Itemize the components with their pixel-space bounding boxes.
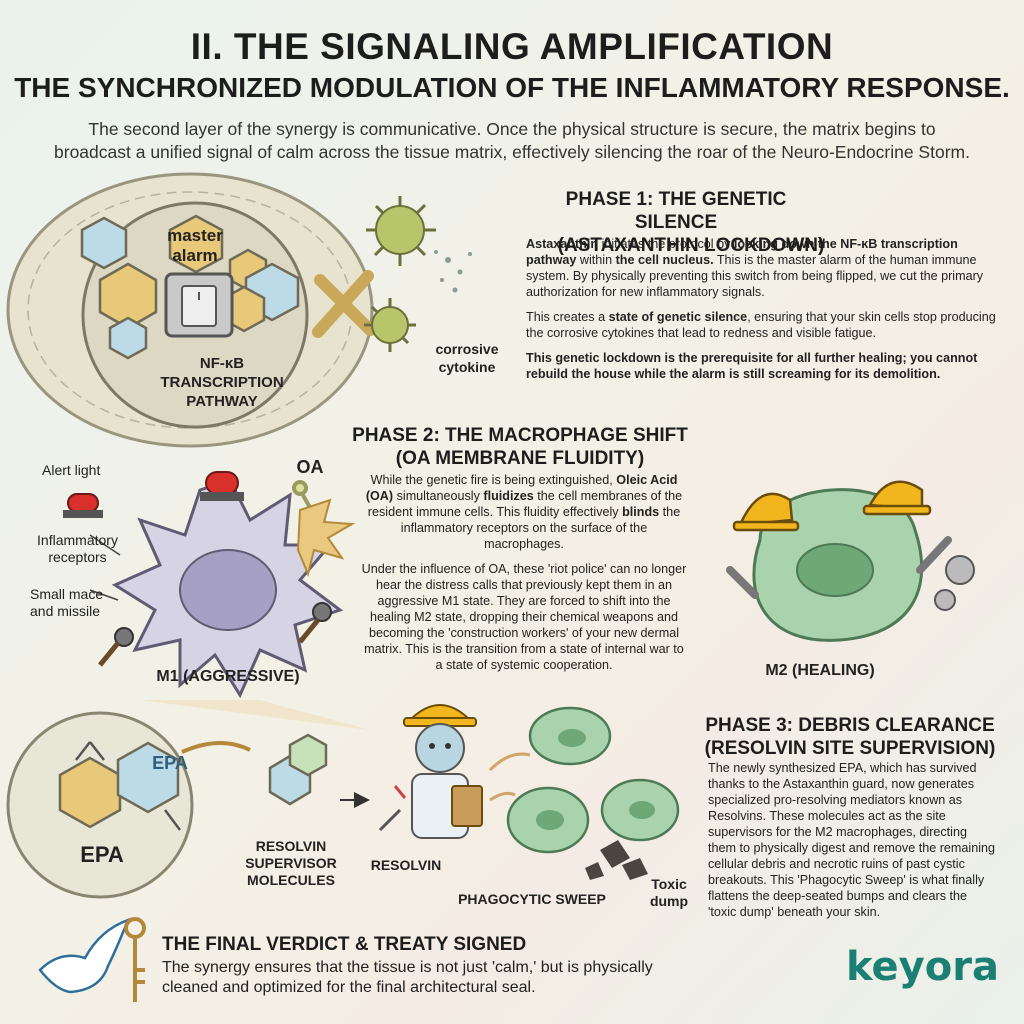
resolvin-supervisor-icon [378, 704, 483, 839]
oa-label: OA [296, 457, 324, 477]
alert-light-icon [63, 471, 244, 518]
explosion-icon [296, 498, 356, 578]
sweep-arrow-icon [488, 752, 531, 772]
gear-icon [934, 555, 975, 611]
dove-icon [38, 917, 131, 994]
epa-arrow-icon [181, 740, 251, 754]
clipboard-icon [451, 785, 483, 827]
mace-label: Small mace and missile [30, 586, 104, 619]
m2-label: M2 (HEALING) [765, 662, 875, 679]
receptors-label: Inflammatory receptors [37, 532, 118, 565]
toxic-dump-label: Toxic dump [649, 876, 689, 909]
alarm-switch-icon [164, 272, 234, 338]
resolvin-molecule [268, 733, 328, 806]
block-x-icon [312, 270, 376, 338]
intro-text: The second layer of the synergy is commu… [54, 119, 970, 162]
phase1-heading-line2: (ASTAXANTHIN LOCKDOWN) [557, 235, 825, 256]
verdict-body: The synergy ensures that the tissue is n… [162, 959, 653, 996]
epa-hex-label: EPA [152, 753, 188, 773]
phase2-heading-line2: (OA MEMBRANE FLUIDITY) [395, 448, 645, 469]
master-alarm-label: master alarm [167, 226, 223, 265]
phagocytic-sweep-label: PHAGOCYTIC SWEEP [458, 891, 606, 907]
epa-label: EPA [80, 842, 124, 867]
hard-hat-icon [732, 480, 932, 532]
nucleus-illustration [6, 172, 472, 448]
nfkb-label: NF-κB TRANSCRIPTION PATHWAY [160, 355, 284, 410]
zoom-wedge [140, 700, 370, 730]
phagocytic-cell-icon [506, 706, 680, 854]
mace-icon [98, 602, 332, 667]
resolvin-supervisor-label: RESOLVIN SUPERVISOR MOLECULES [245, 838, 337, 888]
phagocytic-nuclei [536, 729, 655, 830]
m1-label: M1 (AGGRESSIVE) [156, 668, 300, 685]
debris-particles [434, 250, 472, 293]
phase2-body: While the genetic fire is being extingui… [361, 473, 687, 672]
brand-logo: keyora [846, 944, 999, 990]
phase3-heading-line2: (RESOLVIN SITE SUPERVISION) [704, 738, 996, 759]
debris-rocks-icon [585, 840, 648, 880]
m2-nucleus [796, 543, 874, 597]
phase2-heading-line1: PHASE 2: THE MACROPHAGE SHIFT [352, 425, 688, 446]
m1-macrophage-illustration [63, 471, 356, 699]
cytokine-label: corrosive cytokine [435, 341, 499, 375]
key-icon [124, 917, 146, 1002]
verdict-heading: THE FINAL VERDICT & TREATY SIGNED [162, 934, 527, 955]
phase3-body: The newly synthesized EPA, which has sur… [708, 761, 996, 919]
sweep-arrow-icon [489, 791, 516, 802]
epa-bonds [75, 741, 181, 831]
dove-key-illustration [38, 917, 146, 1002]
molecule-hexagons [80, 214, 300, 360]
resolvin-label: RESOLVIN [370, 857, 442, 873]
phase1-body: Astaxanthin initiates the protocol by lo… [526, 237, 996, 381]
m2-macrophage-illustration [726, 480, 975, 642]
phase3-heading-line1: PHASE 3: DEBRIS CLEARANCE [705, 715, 995, 736]
wrench-icon [726, 536, 952, 599]
epa-hexagons [58, 741, 180, 829]
page-title: II. THE SIGNALING AMPLIFICATION [190, 26, 834, 67]
epa-resolvin-illustration [6, 700, 680, 899]
phase1-heading-line1: PHASE 1: THE GENETIC SILENCE [565, 189, 787, 233]
cytokine-icon [364, 196, 436, 352]
page-subtitle: THE SYNCHRONIZED MODULATION OF THE INFLA… [14, 72, 1010, 103]
alert-light-label: Alert light [42, 462, 101, 478]
m1-nucleus [179, 549, 277, 631]
